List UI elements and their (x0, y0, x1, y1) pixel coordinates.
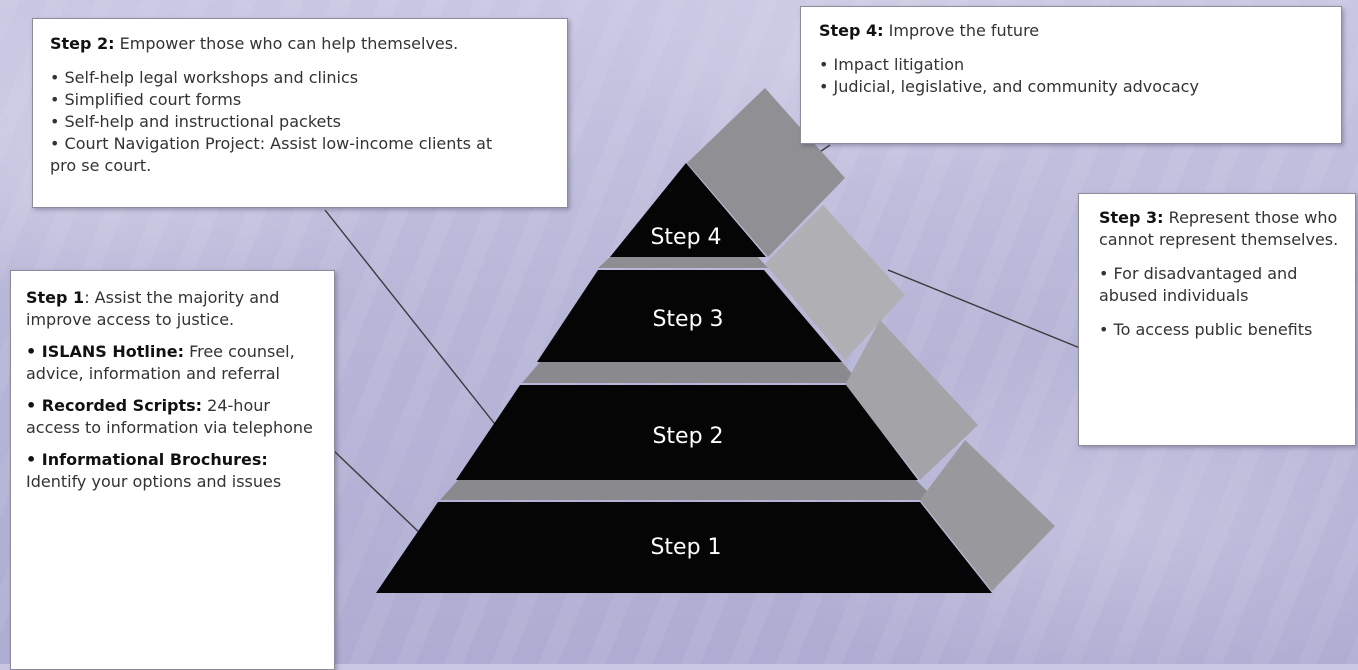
pyramid-level-1[interactable] (376, 502, 992, 593)
step2-item: • Self-help and instructional packets (50, 112, 341, 131)
step2-heading-line: Step 2: Empower those who can help thems… (50, 33, 551, 55)
step4-heading-line: Step 4: Improve the future (819, 20, 1325, 42)
step4-callout: Step 4: Improve the future • Impact liti… (800, 6, 1342, 144)
step1-item-text: 24-hour access to information via teleph… (26, 396, 313, 437)
step1-callout: Step 1: Assist the majority and improve … (10, 270, 335, 670)
step3-item: • For disadvantaged and abused individua… (1099, 264, 1298, 305)
pyramid-level-4[interactable] (610, 163, 766, 257)
pyramid-level-2[interactable] (456, 385, 918, 480)
connector-step2 (324, 209, 499, 429)
separator-band-2-3 (522, 362, 860, 383)
step3-item: • To access public benefits (1099, 320, 1313, 339)
step1-item-bold: • Informational Brochures: (26, 450, 268, 469)
step2-item: • Self-help legal workshops and clinics (50, 68, 359, 87)
step1-item: • Recorded Scripts: 24-hour access to in… (26, 395, 322, 439)
step2-item: • Simplified court forms (50, 90, 242, 109)
pyramid-level-3[interactable] (537, 270, 842, 362)
step4-item: • Impact litigation (819, 55, 965, 74)
connector-step3 (887, 269, 1081, 349)
step1-item: • Informational Brochures: Identify your… (26, 449, 322, 493)
step4-heading: Step 4: (819, 21, 884, 40)
step2-callout: Step 2: Empower those who can help thems… (32, 18, 568, 208)
step1-item-text: Identify your options and issues (26, 472, 282, 491)
pyramid-label-step1: Step 1 (650, 535, 721, 560)
step3-callout: Step 3: Represent those who cannot repre… (1078, 193, 1356, 446)
step3-heading-line: Step 3: Represent those who cannot repre… (1099, 207, 1341, 251)
step1-item: • ISLANS Hotline: Free counsel, advice, … (26, 341, 322, 385)
connector-step1 (332, 449, 425, 538)
pyramid-label-step2: Step 2 (652, 424, 723, 449)
step1-heading: Step 1 (26, 288, 85, 307)
step1-item-text: Free counsel, advice, information and re… (26, 342, 295, 383)
pyramid-label-step4: Step 4 (650, 225, 721, 250)
step3-heading-text: Represent those who cannot represent the… (1099, 208, 1339, 249)
step3-heading: Step 3: (1099, 208, 1164, 227)
step2-heading-text: Empower those who can help themselves. (114, 34, 459, 53)
step1-heading-line: Step 1: Assist the majority and improve … (26, 287, 322, 331)
separator-band-1-2 (440, 480, 936, 500)
side-face-step2 (845, 320, 978, 480)
step1-item-bold: • Recorded Scripts: (26, 396, 203, 415)
side-face-step1 (920, 440, 1055, 591)
step1-item-bold: • ISLANS Hotline: (26, 342, 184, 361)
pyramid-label-step3: Step 3 (652, 307, 723, 332)
step4-heading-text: Improve the future (883, 21, 1040, 40)
side-face-step4 (687, 88, 845, 257)
step1-heading-text: : Assist the majority and improve access… (26, 288, 280, 329)
step2-item: • Court Navigation Project: Assist low-i… (50, 134, 493, 175)
step2-heading: Step 2: (50, 34, 115, 53)
step4-item: • Judicial, legislative, and community a… (819, 77, 1199, 96)
separator-band-3-4 (598, 257, 768, 268)
side-face-step3 (765, 205, 905, 360)
